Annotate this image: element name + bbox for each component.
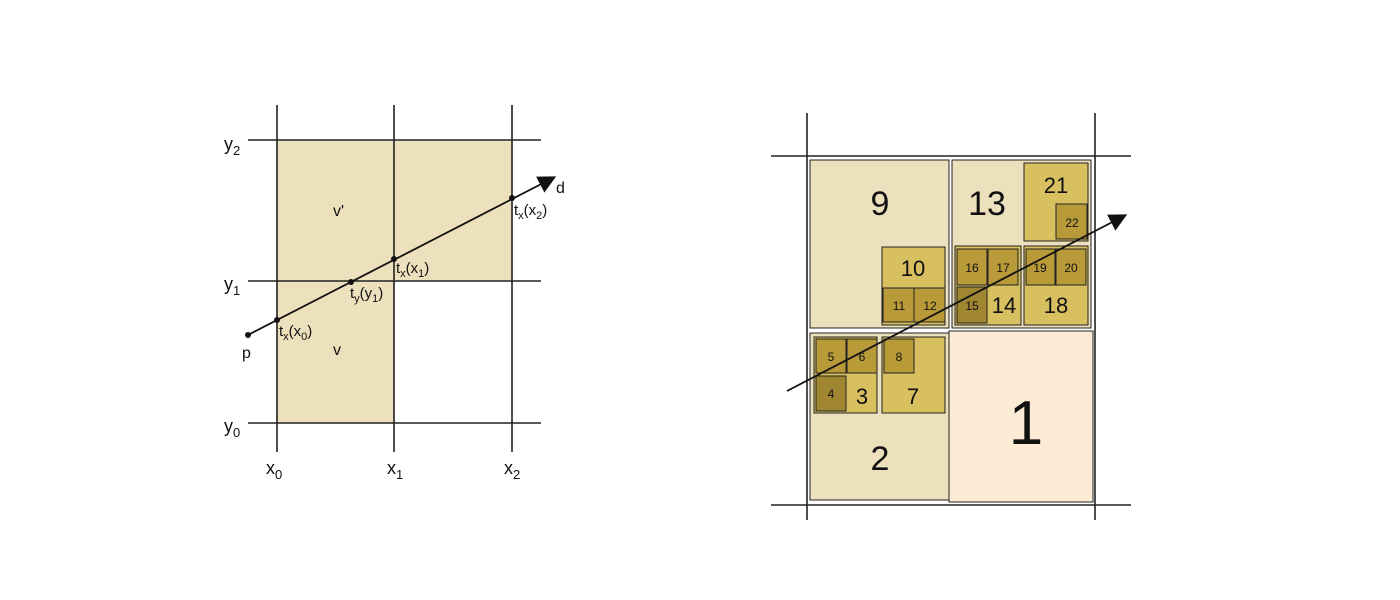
node-label-8: 8 xyxy=(896,350,903,364)
label-tx-x2: tx(x2) xyxy=(514,202,547,222)
node-label-6: 6 xyxy=(859,350,866,364)
axis-label-x1: x1 xyxy=(387,458,403,482)
ray-origin-label: p xyxy=(242,345,251,362)
node-label-15: 15 xyxy=(965,299,979,313)
node-box-16 xyxy=(956,248,988,286)
ray-arrow xyxy=(247,176,557,336)
axis-label-y1: y1 xyxy=(224,274,240,298)
node-label-3: 3 xyxy=(856,384,868,409)
left-grid-diagram: y2 y1 y0 x0 x1 x2 v' v p d tx(x0) ty(y1)… xyxy=(224,105,565,482)
point-tx-x0 xyxy=(274,317,280,323)
ray-origin-point xyxy=(245,332,251,338)
node-label-1: 1 xyxy=(1009,389,1043,458)
ray-direction-label: d xyxy=(556,180,565,197)
cell-lower-left xyxy=(277,281,394,423)
node-label-20: 20 xyxy=(1064,261,1078,275)
node-label-21: 21 xyxy=(1044,173,1068,198)
node-box-22 xyxy=(1055,203,1088,240)
node-label-11: 11 xyxy=(893,299,906,313)
cell-label-v: v xyxy=(333,342,341,359)
node-box-1 xyxy=(948,330,1094,503)
label-tx-x0: tx(x0) xyxy=(279,323,312,343)
node-box-8 xyxy=(883,338,915,374)
label-ty-y1: ty(y1) xyxy=(350,285,383,305)
point-tx-x1 xyxy=(391,256,397,262)
node-box-20 xyxy=(1055,248,1087,286)
node-box-11 xyxy=(882,287,915,323)
node-label-17: 17 xyxy=(996,261,1010,275)
label-tx-x1: tx(x1) xyxy=(396,260,429,280)
node-label-4: 4 xyxy=(828,387,835,401)
node-label-7: 7 xyxy=(907,384,919,409)
axis-label-y0: y0 xyxy=(224,416,240,440)
axis-label-y2: y2 xyxy=(224,134,240,158)
node-label-2: 2 xyxy=(871,440,890,478)
node-label-18: 18 xyxy=(1044,293,1068,318)
node-label-10: 10 xyxy=(901,256,925,281)
cell-upper-left xyxy=(277,140,394,281)
node-label-13: 13 xyxy=(968,185,1006,223)
node-label-16: 16 xyxy=(965,261,979,275)
point-ty-y1 xyxy=(348,279,354,285)
node-label-12: 12 xyxy=(923,299,937,313)
node-label-5: 5 xyxy=(828,350,835,364)
node-box-4 xyxy=(815,375,847,412)
node-label-19: 19 xyxy=(1033,261,1047,275)
point-tx-x2 xyxy=(509,195,515,201)
axis-label-x0: x0 xyxy=(266,458,282,482)
cell-label-v-prime: v' xyxy=(333,203,344,220)
node-box-6 xyxy=(846,338,878,374)
cell-upper-right xyxy=(394,140,512,281)
axis-label-x2: x2 xyxy=(504,458,520,482)
node-label-22: 22 xyxy=(1065,216,1079,230)
node-label-14: 14 xyxy=(992,293,1016,318)
octree-ray-arrow xyxy=(786,214,1128,392)
node-box-15 xyxy=(956,286,988,324)
node-label-9: 9 xyxy=(871,185,890,223)
right-octree-diagram: 1 2 9 13 10 11 12 3 7 5 6 4 8 21 22 14 1… xyxy=(771,113,1131,520)
